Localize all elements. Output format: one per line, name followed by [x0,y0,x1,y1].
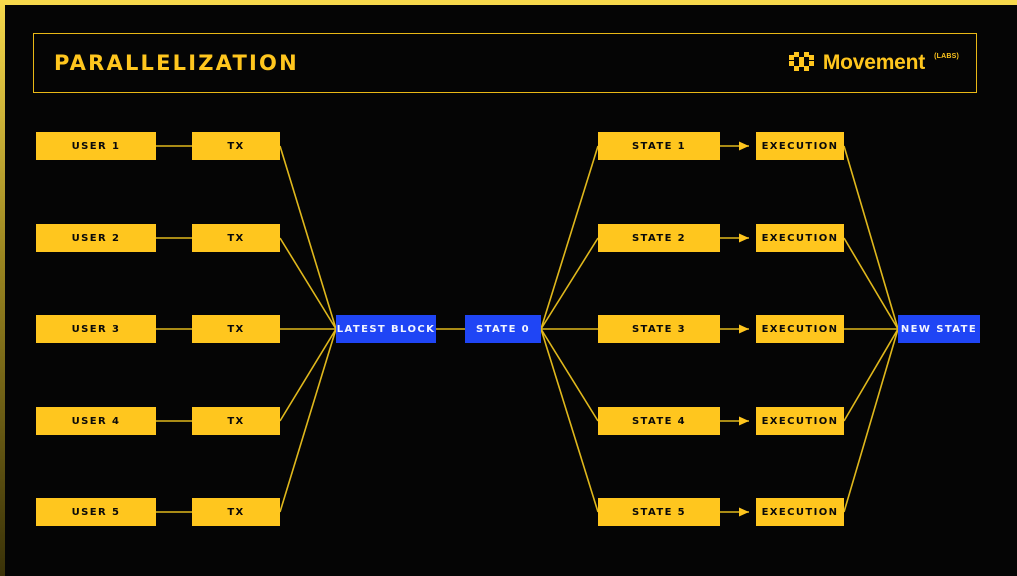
node-execution-5[interactable]: EXECUTION [756,498,844,526]
node-tx-4[interactable]: TX [192,407,280,435]
frame-top-accent [0,0,1017,5]
node-execution-2[interactable]: EXECUTION [756,224,844,252]
wire-state0-to-state-4 [540,328,599,422]
node-state-4[interactable]: STATE 4 [598,407,720,435]
node-state-3[interactable]: STATE 3 [598,315,720,343]
wire-execution-4-to-new-state [843,328,899,422]
movement-m-icon [788,52,814,71]
node-state-2[interactable]: STATE 2 [598,224,720,252]
wire-tx-4-to-latest-block [279,328,337,422]
node-tx-1[interactable]: TX [192,132,280,160]
node-tx-3[interactable]: TX [192,315,280,343]
wire-execution-2-to-new-state [843,237,899,330]
node-latest-block[interactable]: LATEST BLOCK [336,315,436,343]
node-user-1[interactable]: USER 1 [36,132,156,160]
node-user-5[interactable]: USER 5 [36,498,156,526]
node-user-4[interactable]: USER 4 [36,407,156,435]
wire-tx-5-to-latest-block [279,328,337,513]
header-bar: PARALLELIZATION Movement (LABS) [33,33,977,93]
node-tx-5[interactable]: TX [192,498,280,526]
brand-logo: Movement (LABS) [788,51,959,75]
page-title: PARALLELIZATION [54,51,299,75]
wire-execution-5-to-new-state [843,328,899,513]
node-execution-4[interactable]: EXECUTION [756,407,844,435]
node-user-3[interactable]: USER 3 [36,315,156,343]
node-state-5[interactable]: STATE 5 [598,498,720,526]
node-execution-1[interactable]: EXECUTION [756,132,844,160]
wire-state0-to-state-5 [540,328,599,513]
wire-state0-to-state-1 [540,145,599,330]
node-tx-2[interactable]: TX [192,224,280,252]
brand-name: Movement [822,51,926,74]
node-state-0[interactable]: STATE 0 [465,315,541,343]
node-state-1[interactable]: STATE 1 [598,132,720,160]
wire-tx-2-to-latest-block [279,237,337,330]
frame-left-accent [0,0,5,576]
brand-superscript: (LABS) [934,52,959,60]
wire-state0-to-state-2 [540,237,599,330]
node-execution-3[interactable]: EXECUTION [756,315,844,343]
wire-tx-1-to-latest-block [279,145,337,330]
node-new-state[interactable]: NEW STATE [898,315,980,343]
node-user-2[interactable]: USER 2 [36,224,156,252]
wire-execution-1-to-new-state [843,145,899,330]
